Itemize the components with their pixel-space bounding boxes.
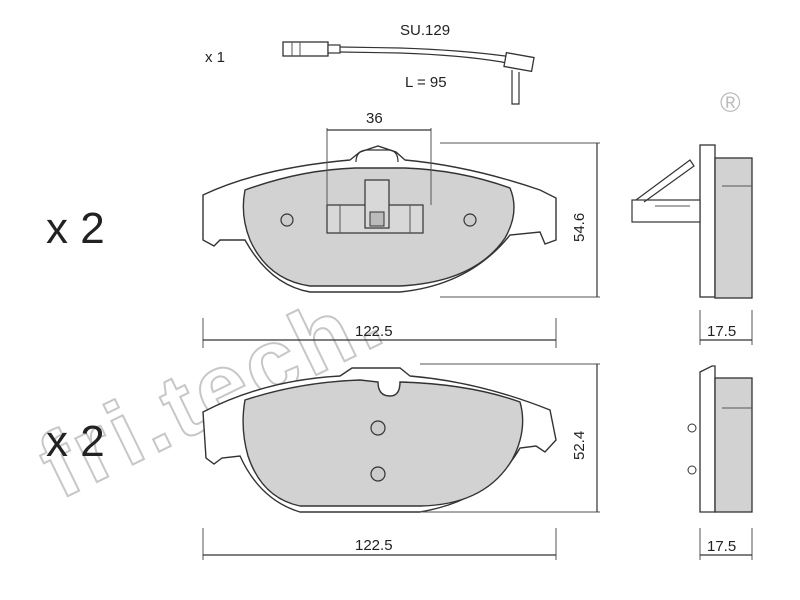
pad-top-front: x 2 36 122.5 54.6 — [46, 110, 600, 348]
pad-top-clip-icon — [326, 149, 424, 234]
pad-bottom-width-dim: 122.5 — [355, 537, 393, 554]
pad-bottom-side: 17.5 — [687, 365, 753, 560]
wear-sensor: x 1 SU.129 L = 95 — [205, 22, 535, 105]
pad-bottom-quantity: x 2 — [46, 417, 105, 466]
pad-top-quantity: x 2 — [46, 204, 105, 253]
pad-top-clip-dim: 36 — [366, 110, 383, 127]
sensor-wire-icon — [339, 46, 535, 105]
pad-bottom-front: x 2 122.5 52.4 — [46, 363, 600, 560]
pad-top-thickness-dim: 17.5 — [707, 323, 736, 340]
pad-bottom-height-dim: 52.4 — [571, 431, 588, 460]
pad-bottom-friction — [242, 379, 524, 507]
pad-top-height-dim: 54.6 — [571, 213, 588, 242]
pad-bottom-thickness-dim: 17.5 — [707, 538, 736, 555]
pad-top-side-sensor-icon — [631, 159, 701, 223]
sensor-length: L = 95 — [405, 74, 447, 91]
sensor-quantity: x 1 — [205, 49, 225, 66]
sensor-code: SU.129 — [400, 22, 450, 39]
sensor-connector-icon — [282, 41, 341, 57]
pad-top-side: 17.5 — [631, 144, 753, 345]
pad-top-width-dim: 122.5 — [355, 323, 393, 340]
registered-mark: ® — [720, 87, 741, 118]
